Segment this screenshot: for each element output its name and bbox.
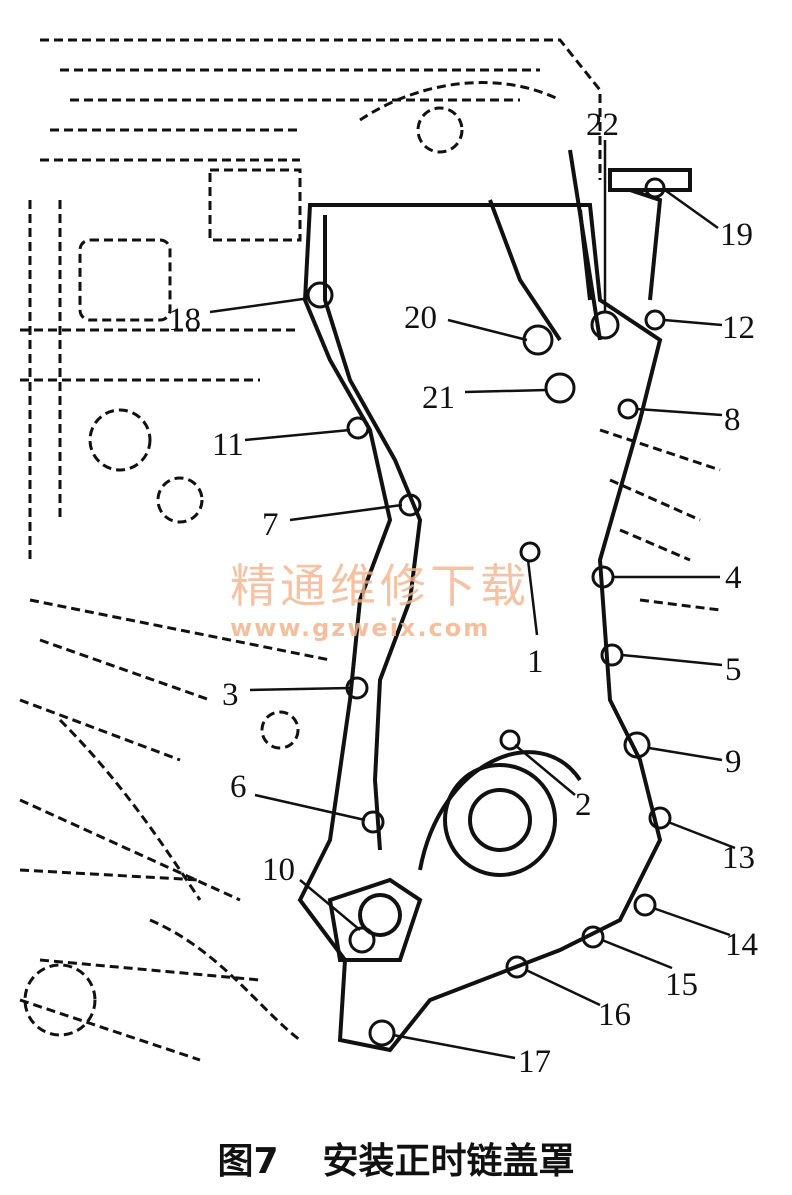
- timing-chain-cover-diagram: 精通维修下载 www.gzweix.com 1 2 3 4 5 6 7 8 9 …: [19, 38, 758, 1080]
- callout-5: 5: [725, 652, 742, 688]
- bolt-9: [623, 731, 651, 759]
- callout-4: 4: [725, 560, 742, 596]
- callout-13: 13: [722, 840, 755, 876]
- bolt-17: [368, 1019, 396, 1047]
- callout-12: 12: [722, 310, 755, 346]
- bolt-20: [522, 324, 554, 356]
- figure-caption: 图7 安装正时链盖罩: [0, 1128, 792, 1188]
- callout-6: 6: [230, 769, 247, 805]
- callout-9: 9: [725, 744, 742, 780]
- bolt-10: [348, 926, 376, 954]
- callout-8: 8: [724, 402, 741, 438]
- callout-7: 7: [262, 507, 279, 543]
- callout-20: 20: [404, 300, 437, 336]
- callout-2: 2: [575, 787, 592, 823]
- callout-1: 1: [527, 644, 544, 680]
- callout-22: 22: [586, 107, 619, 143]
- bolt-13: [648, 806, 672, 830]
- callout-3: 3: [222, 677, 239, 713]
- bolt-16: [505, 955, 529, 979]
- callout-21: 21: [422, 380, 455, 416]
- callout-18: 18: [168, 302, 201, 338]
- bolt-2: [499, 729, 521, 751]
- bolt-15: [581, 925, 605, 949]
- bolt-1: [519, 541, 541, 563]
- callout-19: 19: [720, 217, 753, 253]
- bolt-8: [617, 398, 639, 420]
- bolt-18: [306, 281, 334, 309]
- engine-block-sketch: [19, 38, 721, 1062]
- callout-10: 10: [262, 852, 295, 888]
- bolt-12: [644, 309, 666, 331]
- leader-lines: [209, 140, 736, 1060]
- watermark-text: 精通维修下载: [230, 559, 530, 613]
- callout-15: 15: [665, 967, 698, 1003]
- callout-11: 11: [212, 427, 244, 463]
- bolt-6: [361, 810, 385, 834]
- figure-number: 图7: [217, 1141, 279, 1182]
- bolt-14: [633, 893, 657, 917]
- callout-17: 17: [518, 1044, 551, 1080]
- bolt-21: [544, 372, 576, 404]
- figure-title: 安装正时链盖罩: [322, 1141, 575, 1182]
- cover-outline: [297, 149, 692, 1053]
- callout-14: 14: [725, 927, 758, 963]
- watermark-url: www.gzweix.com: [230, 614, 490, 642]
- callout-16: 16: [598, 997, 631, 1033]
- bolt-11: [346, 416, 370, 440]
- callout-labels: 1 2 3 4 5 6 7 8 9 10 11 12 13 14 15 16 1…: [168, 107, 758, 1080]
